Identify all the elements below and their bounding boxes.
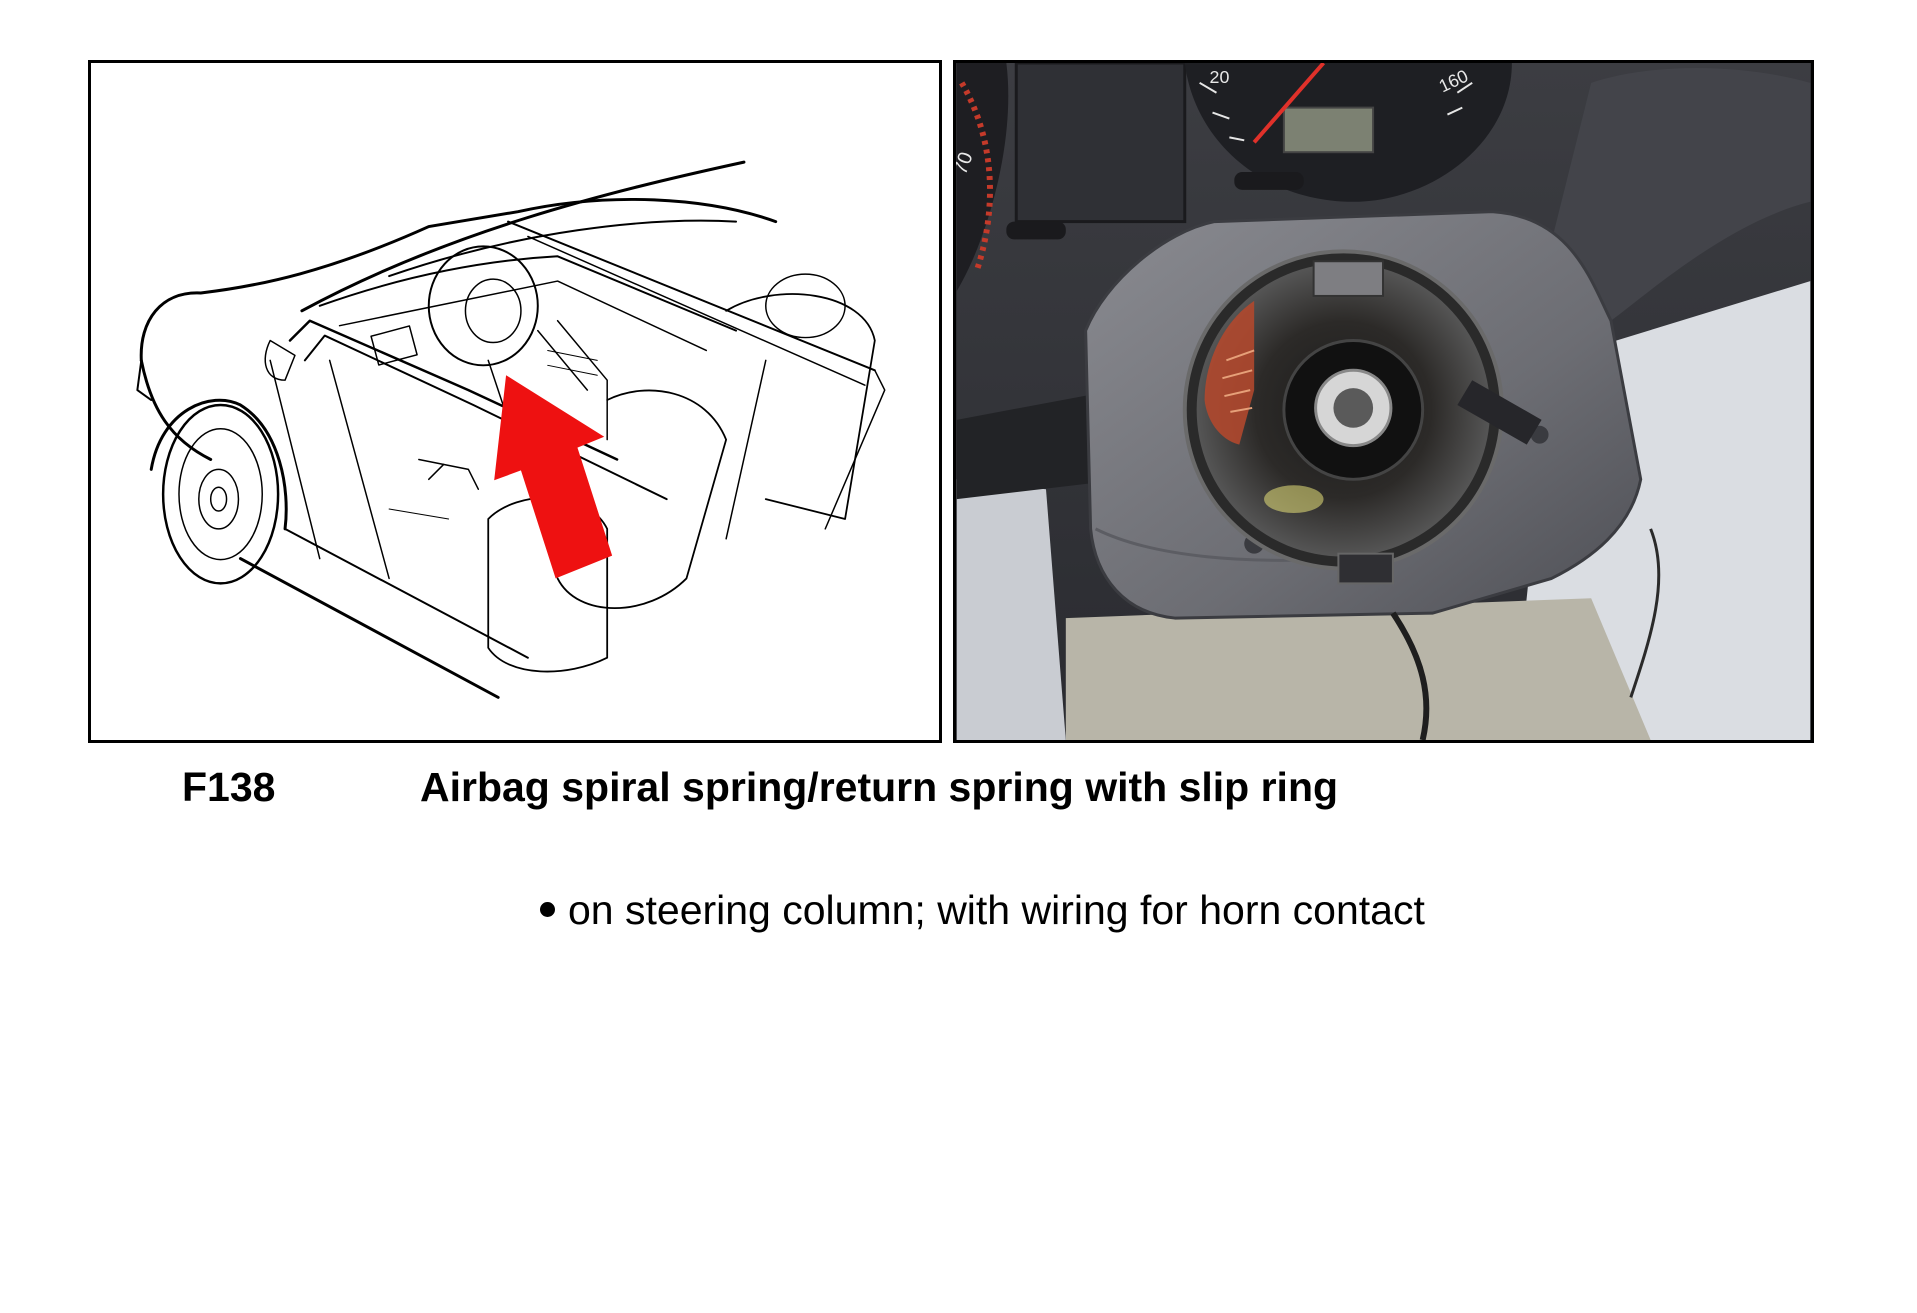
caption-row: F138 Airbag spiral spring/return spring … — [0, 762, 1917, 812]
gauge-label-20: 20 — [1210, 67, 1230, 87]
steering-column-photo: 70 20 160 — [956, 63, 1811, 740]
bullet-item: on steering column; with wiring for horn… — [540, 885, 1425, 935]
clock-spring-photo: 70 20 160 — [953, 60, 1814, 743]
bullet-text: on steering column; with wiring for horn… — [568, 887, 1425, 933]
component-title: Airbag spiral spring/return spring with … — [420, 764, 1339, 810]
component-code: F138 — [182, 764, 276, 810]
car-line-drawing — [136, 160, 886, 699]
gauge-label-70: 70 — [956, 149, 978, 177]
car-cutaway-illustration — [88, 60, 942, 743]
location-arrow — [494, 375, 613, 579]
bullet-icon — [540, 901, 555, 917]
